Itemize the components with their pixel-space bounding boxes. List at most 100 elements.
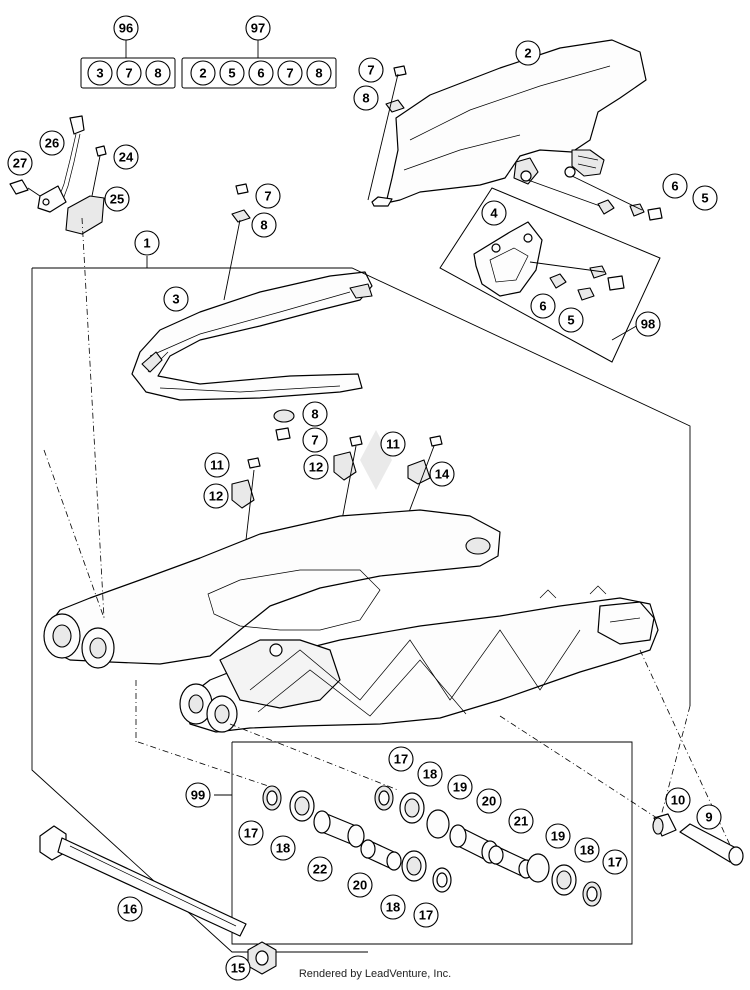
callout-c26-circle [39, 130, 65, 156]
kit-97-item-3-text: 7 [286, 66, 293, 81]
callout-c14-text: 14 [435, 467, 450, 482]
callout-c19b-circle [545, 823, 571, 849]
callout-c20b: 20 [347, 872, 373, 898]
callout-c19b: 19 [545, 823, 571, 849]
callout-c14: 14 [429, 461, 455, 487]
callout-c12b-text: 12 [209, 489, 223, 504]
callout-c99: 99 [185, 782, 211, 808]
kit-label-97: 97 [245, 15, 271, 41]
callout-c18d-circle [380, 894, 406, 920]
callout-c3-circle [163, 286, 189, 312]
callout-c17b-text: 17 [244, 826, 258, 841]
callout-c5a-circle [692, 185, 718, 211]
kit-96-item-0-circle [87, 60, 113, 86]
callout-c98-text: 98 [641, 317, 655, 332]
callout-c11b-circle [204, 452, 230, 478]
kit-label-97-circle [245, 15, 271, 41]
callout-c16-text: 16 [123, 902, 137, 917]
callout-c25-text: 25 [110, 192, 124, 207]
callout-c11b: 11 [204, 452, 230, 478]
callout-c10-circle [665, 787, 691, 813]
clamp-12-left [231, 457, 261, 541]
callout-c17a-text: 17 [394, 752, 408, 767]
callout-c6a-circle [662, 173, 688, 199]
callout-c6a: 6 [662, 173, 688, 199]
callout-c15-text: 15 [231, 961, 245, 976]
callout-c2: 2 [515, 40, 541, 66]
callout-c3: 3 [163, 286, 189, 312]
callout-c18d: 18 [380, 894, 406, 920]
callout-c19a-circle [447, 774, 473, 800]
callout-c18d-text: 18 [386, 900, 400, 915]
kit-label-97-text: 97 [251, 21, 265, 36]
callout-c8b: 8 [251, 212, 277, 238]
callout-c18c: 18 [574, 837, 600, 863]
kit-98-box [439, 187, 661, 363]
kit-label-96-circle [113, 15, 139, 41]
kit-96-item-2: 8 [145, 60, 171, 86]
callout-c8c-circle [302, 401, 328, 427]
kit-96-item-1-circle [116, 60, 142, 86]
kit-label-96-text: 96 [119, 21, 133, 36]
callout-c2-circle [515, 40, 541, 66]
callout-c1-text: 1 [143, 236, 150, 251]
callout-c5b-circle [558, 307, 584, 333]
clamp-12-right [333, 435, 363, 521]
callout-c7b-text: 7 [264, 189, 271, 204]
callout-c8a-circle [353, 85, 379, 111]
kit-97-item-0-text: 2 [199, 66, 206, 81]
callout-c11b-text: 11 [210, 458, 224, 473]
callout-c5b: 5 [558, 307, 584, 333]
callout-c15-circle [225, 955, 251, 981]
callout-c11a-circle [380, 431, 406, 457]
kit-label-96: 96 [113, 15, 139, 41]
callout-c5b-text: 5 [567, 313, 574, 328]
callout-c24-text: 24 [119, 150, 134, 165]
callout-c5a: 5 [692, 185, 718, 211]
kit-97-item-2: 6 [248, 60, 274, 86]
callout-c6b-circle [530, 293, 556, 319]
kit-96-item-2-text: 8 [154, 66, 161, 81]
kit-97-item-3-circle [277, 60, 303, 86]
swingarm-outline [31, 256, 691, 953]
chain-guard-screws [527, 175, 663, 221]
nut-15 [247, 941, 277, 975]
callout-c20b-circle [347, 872, 373, 898]
callout-c8a-text: 8 [362, 91, 369, 106]
kit-97-item-1-text: 5 [228, 66, 235, 81]
callout-c25: 25 [104, 186, 130, 212]
callout-c19a-text: 19 [453, 780, 467, 795]
callout-c8b-circle [251, 212, 277, 238]
callout-c5a-text: 5 [701, 191, 708, 206]
washer-8-lower [273, 409, 295, 441]
callout-c22-circle [307, 856, 333, 882]
callout-c14-circle [429, 461, 455, 487]
callout-c20a-text: 20 [482, 794, 496, 809]
callout-c7c-circle [302, 427, 328, 453]
callout-c19b-text: 19 [551, 829, 565, 844]
kit-97-item-4: 8 [306, 60, 332, 86]
callout-c9-circle [696, 804, 722, 830]
callout-c7a-text: 7 [367, 63, 374, 78]
callout-c10-text: 10 [671, 793, 685, 808]
callout-c18a: 18 [417, 761, 443, 787]
callout-c18b-text: 18 [276, 841, 290, 856]
kit-97-item-1: 5 [219, 60, 245, 86]
callout-c24-circle [113, 144, 139, 170]
callout-c27-circle [7, 150, 33, 176]
callout-c17a: 17 [388, 746, 414, 772]
callout-c18b: 18 [270, 835, 296, 861]
callout-c15: 15 [225, 955, 251, 981]
callout-c25-circle [104, 186, 130, 212]
callout-c18c-circle [574, 837, 600, 863]
callout-c8c-text: 8 [311, 407, 318, 422]
callout-c17d-text: 17 [419, 908, 433, 923]
callout-c18c-text: 18 [580, 843, 594, 858]
kit-97-item-0-circle [190, 60, 216, 86]
callout-c18a-text: 18 [423, 767, 437, 782]
clamp-14 [405, 435, 443, 521]
callout-c16: 16 [117, 896, 143, 922]
callout-c99-text: 99 [191, 788, 205, 803]
